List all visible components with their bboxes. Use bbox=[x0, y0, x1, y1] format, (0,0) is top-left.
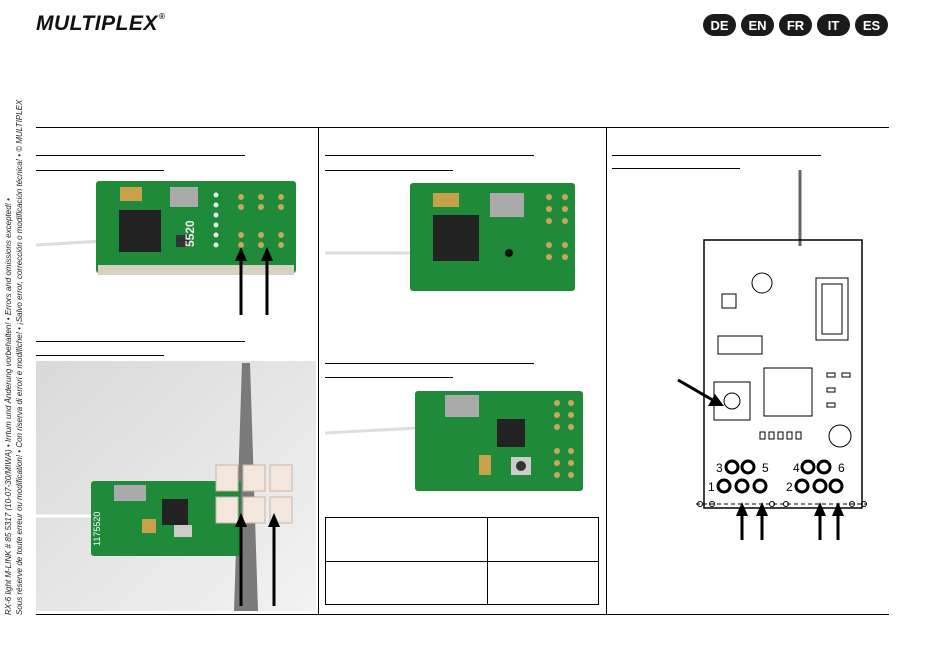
language-badge-en[interactable]: EN bbox=[741, 14, 774, 36]
heading-line bbox=[36, 341, 245, 342]
heading-line bbox=[36, 155, 245, 156]
heading-line bbox=[325, 363, 534, 364]
language-selector: DE EN FR IT ES bbox=[703, 14, 888, 36]
side-disclaimer: RX-6 light M-LINK # 85 5317 (10-07-30/MI… bbox=[3, 55, 25, 615]
multiplex-logo: MULTIPLEX® bbox=[36, 12, 165, 36]
receiver-photo-with-pin-strips: 5520 bbox=[36, 175, 316, 320]
heading-line bbox=[325, 155, 534, 156]
receiver-photo-without-strips bbox=[325, 175, 601, 300]
side-disclaimer-line1: RX-6 light M-LINK # 85 5317 (10-07-30/MI… bbox=[4, 198, 13, 615]
pin-number-1: 1 bbox=[708, 480, 715, 494]
language-badge-de[interactable]: DE bbox=[703, 14, 736, 36]
pin-number-3: 3 bbox=[716, 461, 723, 475]
pin-number-2: 2 bbox=[786, 480, 793, 494]
heading-line bbox=[612, 155, 821, 156]
language-badge-it[interactable]: IT bbox=[817, 14, 850, 36]
heading-line bbox=[36, 170, 164, 171]
receiver-photo-with-file: 1175520 bbox=[36, 361, 316, 611]
language-badge-fr[interactable]: FR bbox=[779, 14, 812, 36]
language-badge-es[interactable]: ES bbox=[855, 14, 888, 36]
bottom-rule bbox=[36, 614, 889, 615]
pin-number-5: 5 bbox=[762, 461, 769, 475]
side-disclaimer-line2: Sous réserve de toute erreur ou modifica… bbox=[15, 99, 24, 615]
heading-line bbox=[325, 377, 453, 378]
column-divider-2 bbox=[606, 127, 607, 614]
receiver-schematic: 3 5 4 6 1 2 bbox=[612, 168, 888, 544]
brand-text: MULTIPLEX bbox=[36, 12, 158, 35]
heading-line bbox=[612, 168, 740, 169]
heading-line bbox=[36, 355, 164, 356]
column-divider-1 bbox=[318, 127, 319, 614]
registered-mark: ® bbox=[158, 12, 166, 21]
board-label: 5520 bbox=[183, 220, 197, 247]
info-table bbox=[325, 517, 599, 605]
board-serial: 1175520 bbox=[92, 512, 102, 546]
receiver-photo-with-button bbox=[325, 383, 601, 503]
heading-line bbox=[325, 170, 453, 171]
top-rule bbox=[36, 127, 889, 128]
pin-number-4: 4 bbox=[793, 461, 800, 475]
pin-number-6: 6 bbox=[838, 461, 845, 475]
table-row-divider bbox=[326, 561, 598, 562]
